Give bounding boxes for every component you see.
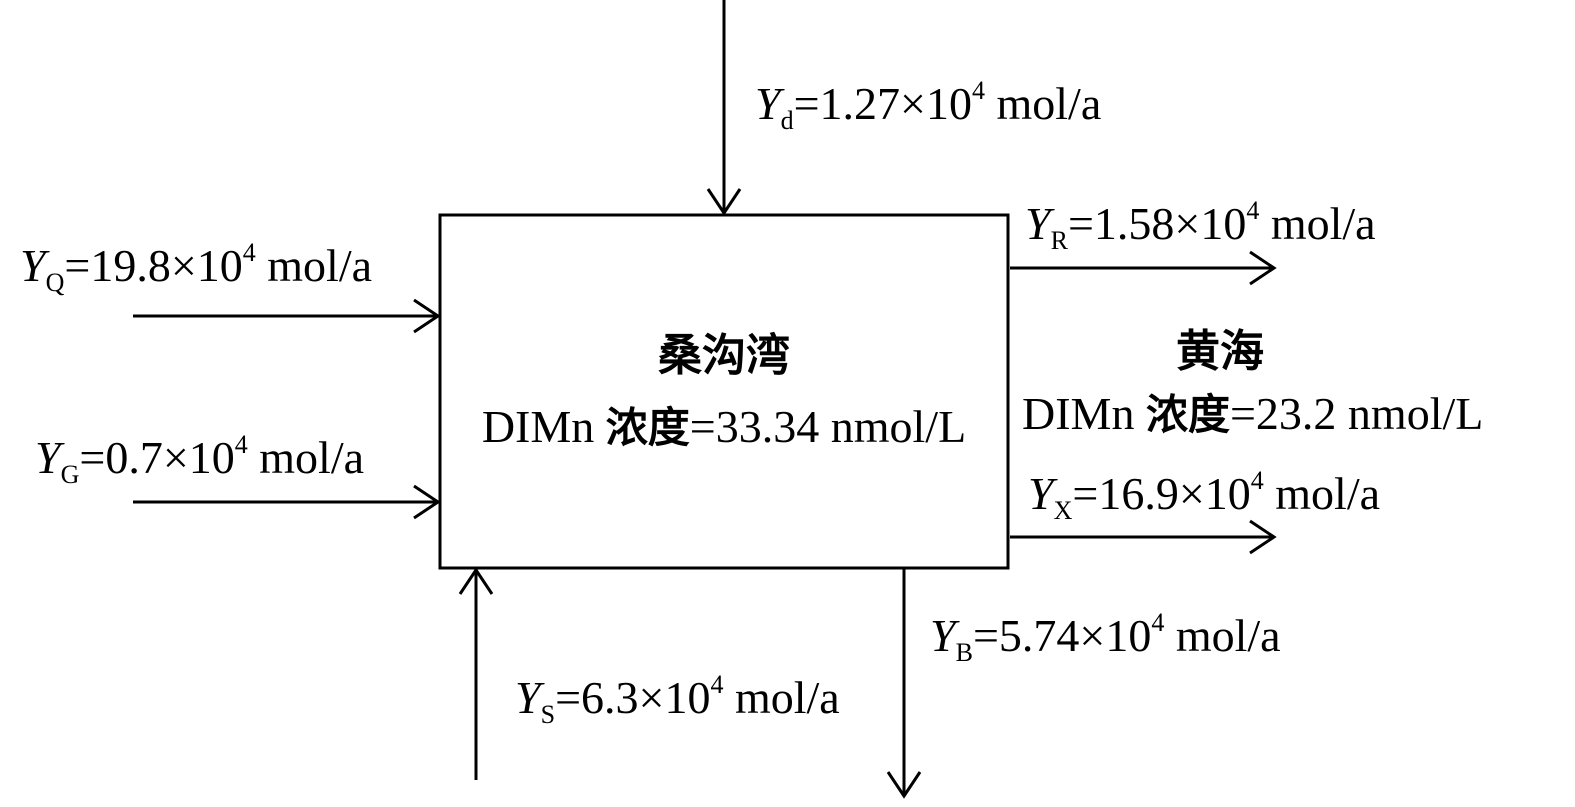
flux-label-yb: YB=5.74×104 mol/a — [930, 608, 1281, 667]
arrow-yd — [706, 0, 742, 216]
flux-label-yq: YQ=19.8×104 mol/a — [20, 238, 373, 297]
arrow-yb — [886, 568, 922, 799]
flux-label-ys: YS=6.3×104 mol/a — [515, 670, 840, 729]
arrow-yx — [1010, 519, 1277, 555]
sea-name: 黄海 — [1176, 326, 1264, 377]
flux-label-yd: Yd=1.27×104 mol/a — [755, 76, 1102, 135]
flux-label-yx: YX=16.9×104 mol/a — [1028, 466, 1381, 525]
arrow-ys — [458, 567, 494, 780]
arrow-yg — [133, 484, 441, 520]
bay-concentration: DIMn 浓度=33.34 nmol/L — [481, 401, 967, 452]
sea-concentration: DIMn 浓度=23.2 nmol/L — [1022, 388, 1484, 439]
flux-label-yr: YR=1.58×104 mol/a — [1025, 196, 1376, 255]
arrow-yr — [1010, 250, 1277, 286]
bay-name: 桑沟湾 — [658, 330, 790, 381]
bay-box — [438, 213, 1010, 570]
flux-label-yg: YG=0.7×104 mol/a — [35, 430, 365, 489]
arrow-yq — [133, 298, 441, 334]
